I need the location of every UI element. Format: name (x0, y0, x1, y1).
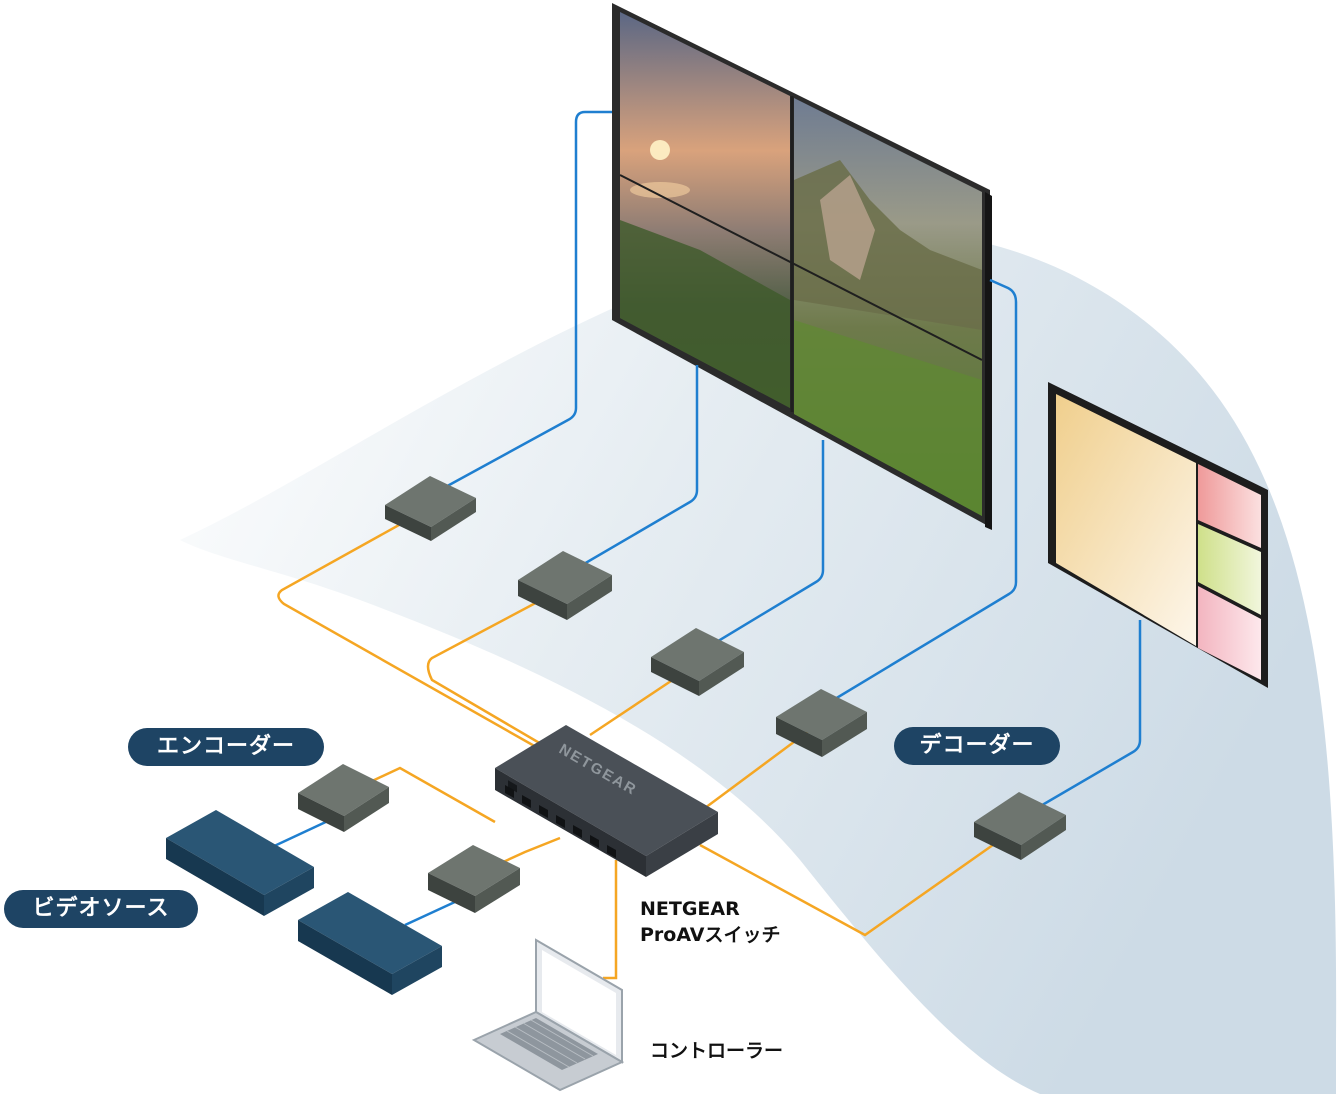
encoder-label: エンコーダー (128, 728, 324, 766)
media-player-icon (166, 810, 314, 916)
encoder-box-icon (428, 845, 520, 913)
background-shape (180, 230, 1337, 1094)
switch-caption-line1: NETGEAR (640, 898, 740, 920)
encoder-box-icon (298, 764, 389, 832)
media-player-icon (298, 892, 442, 995)
controller-caption: コントローラー (650, 1040, 784, 1062)
video-wall-icon (612, 3, 992, 530)
network-cables (277, 518, 1001, 980)
encoder-box-icon (518, 551, 612, 620)
encoder-box-icon (385, 476, 476, 541)
decoder-box-icon (974, 792, 1066, 860)
decoder-box-icon (651, 628, 744, 696)
video-source-label: ビデオソース (4, 890, 198, 928)
display-icon (1048, 382, 1268, 688)
switch-caption-line2: ProAVスイッチ (640, 924, 781, 946)
decoder-box-icon (776, 689, 867, 757)
laptop-icon (471, 938, 625, 1092)
network-switch-icon: NETGEAR (495, 725, 718, 877)
switch-caption: NETGEAR ProAVスイッチ (640, 896, 780, 948)
decoder-label: デコーダー (894, 727, 1060, 765)
